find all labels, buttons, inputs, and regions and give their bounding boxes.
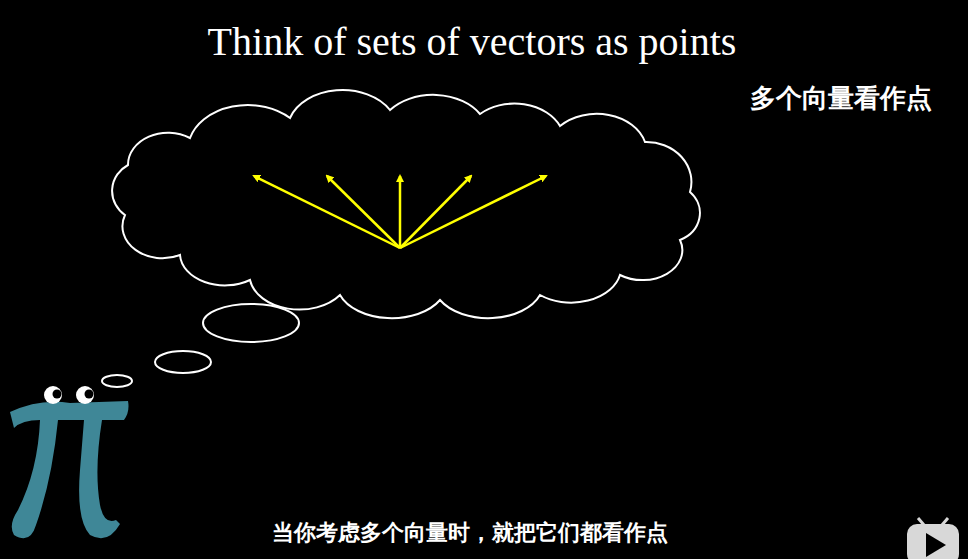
vectors [254,176,546,248]
chinese-heading: 多个向量看作点 [750,81,932,116]
pi-creature [10,386,129,538]
thought-bubble [102,375,132,387]
thought-bubble [203,304,299,342]
slide-title: Think of sets of vectors as points [208,18,737,65]
subtitle: 当你考虑多个向量时，就把它们都看作点 [272,518,668,548]
thought-bubble [155,351,211,373]
thought-cloud [112,90,700,318]
video-logo [907,518,959,559]
